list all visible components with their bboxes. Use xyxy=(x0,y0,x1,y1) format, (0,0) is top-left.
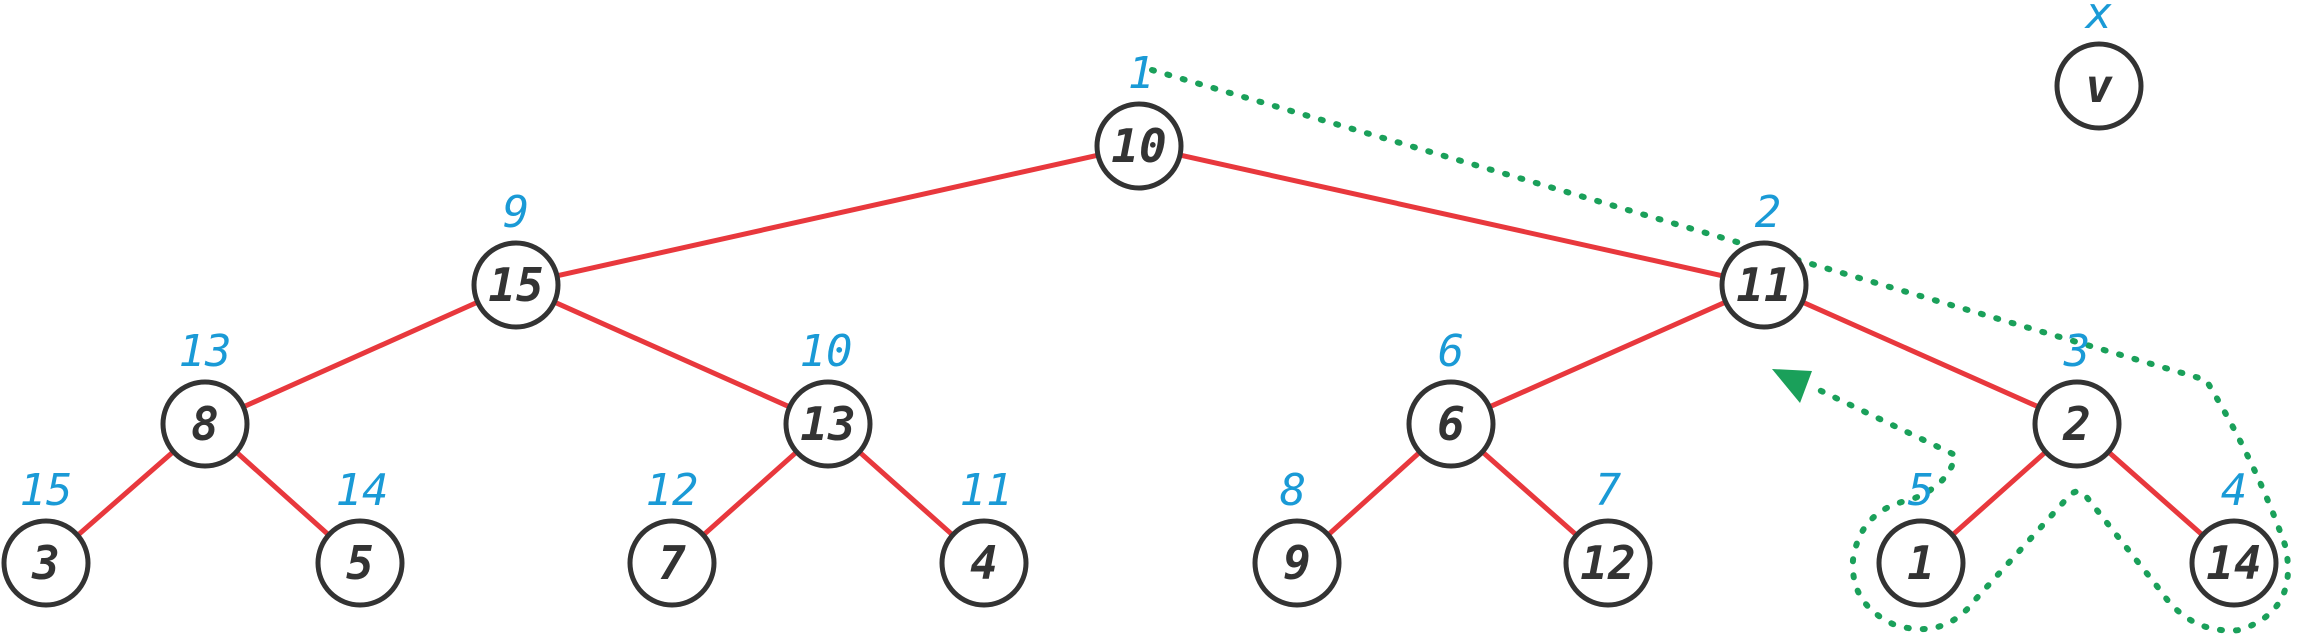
tree-edge-n4-n9 xyxy=(700,449,800,538)
legend-node-label: v xyxy=(2085,59,2113,113)
tree-node: 98 xyxy=(1252,465,1342,608)
node-value-label: 3 xyxy=(31,536,60,590)
tree-edge-n2-n6 xyxy=(1799,299,2042,410)
tree-edge-n5-n11 xyxy=(1325,449,1423,538)
node-order-label: 3 xyxy=(2063,326,2091,377)
node-circle xyxy=(1,518,91,608)
tree-node: 127 xyxy=(1563,465,1653,608)
tree-node: 23 xyxy=(2032,326,2122,469)
tree-node: 144 xyxy=(2189,465,2279,608)
tree-node: 315 xyxy=(1,465,91,608)
node-value-label: 7 xyxy=(658,536,686,590)
legend-node-circle xyxy=(2054,41,2144,131)
tree-edge-n3-n8 xyxy=(233,449,332,538)
node-circle xyxy=(2032,379,2122,469)
tree-node: 112 xyxy=(1719,187,1809,330)
node-order-label: 1 xyxy=(1128,48,1155,99)
traversal-dotted-line xyxy=(1149,67,2291,634)
node-value-label: 15 xyxy=(488,258,543,312)
legend: x v xyxy=(2054,0,2144,131)
node-value-label: 1 xyxy=(1907,536,1935,590)
node-circle xyxy=(1563,518,1653,608)
tree-edge-n0-n2 xyxy=(1177,152,1726,279)
node-circle xyxy=(1719,240,1809,330)
tree-node: 101 xyxy=(1094,48,1184,191)
node-value-label: 14 xyxy=(2206,536,2261,590)
tree-node: 411 xyxy=(939,465,1029,608)
tree-edge-n0-n1 xyxy=(554,152,1101,279)
tree-edge-n4-n10 xyxy=(856,449,956,538)
node-circle xyxy=(627,518,717,608)
node-order-label: 13 xyxy=(179,326,232,377)
node-order-label: 14 xyxy=(336,465,389,516)
node-value-label: 13 xyxy=(800,397,855,451)
node-order-label: 4 xyxy=(2221,465,2248,516)
node-order-label: 10 xyxy=(800,326,853,377)
node-order-label: 8 xyxy=(1280,465,1307,516)
node-value-label: 6 xyxy=(1437,397,1465,451)
node-order-label: 12 xyxy=(646,465,699,516)
node-order-label: 9 xyxy=(503,187,530,238)
node-circle xyxy=(1094,101,1184,191)
nodes-layer: 1011591128131310662331551471241198127151… xyxy=(1,48,2279,608)
tree-node: 66 xyxy=(1406,326,1496,469)
tree-node: 813 xyxy=(160,326,250,469)
node-value-label: 11 xyxy=(1736,258,1791,312)
node-order-label: 15 xyxy=(20,465,73,516)
node-circle xyxy=(315,518,405,608)
tree-edge-n1-n3 xyxy=(240,299,481,410)
node-value-label: 10 xyxy=(1111,119,1166,173)
tree-node: 15 xyxy=(1876,465,1966,608)
edges-layer xyxy=(75,152,2206,538)
tree-edge-n2-n5 xyxy=(1486,299,1729,410)
tree-node: 159 xyxy=(471,187,561,330)
node-circle xyxy=(2189,518,2279,608)
node-value-label: 8 xyxy=(191,397,219,451)
node-value-label: 5 xyxy=(346,536,374,590)
node-order-label: 2 xyxy=(1755,187,1782,238)
tree-edge-n5-n12 xyxy=(1479,449,1580,538)
tree-edge-n6-n14 xyxy=(2105,449,2206,538)
node-value-label: 12 xyxy=(1580,536,1635,590)
tree-edge-n3-n7 xyxy=(75,449,176,538)
node-value-label: 9 xyxy=(1283,536,1311,590)
node-circle xyxy=(1406,379,1496,469)
node-circle xyxy=(1252,518,1342,608)
node-order-label: 11 xyxy=(960,465,1013,516)
tree-edge-n6-n13 xyxy=(1949,449,2049,538)
node-value-label: 4 xyxy=(970,536,998,590)
node-circle xyxy=(783,379,873,469)
node-order-label: 6 xyxy=(1438,326,1465,377)
traversal-arrowhead xyxy=(1772,369,1812,403)
node-order-label: 5 xyxy=(1908,465,1935,516)
tree-edge-n1-n4 xyxy=(551,299,793,410)
legend-order-label: x xyxy=(2084,0,2113,39)
traversal-path xyxy=(1149,67,2291,634)
node-circle xyxy=(160,379,250,469)
node-value-label: 2 xyxy=(2062,397,2091,451)
node-circle xyxy=(471,240,561,330)
tree-node: 712 xyxy=(627,465,717,608)
tree-node: 514 xyxy=(315,465,405,608)
node-circle xyxy=(939,518,1029,608)
node-circle xyxy=(1876,518,1966,608)
node-order-label: 7 xyxy=(1595,465,1622,516)
